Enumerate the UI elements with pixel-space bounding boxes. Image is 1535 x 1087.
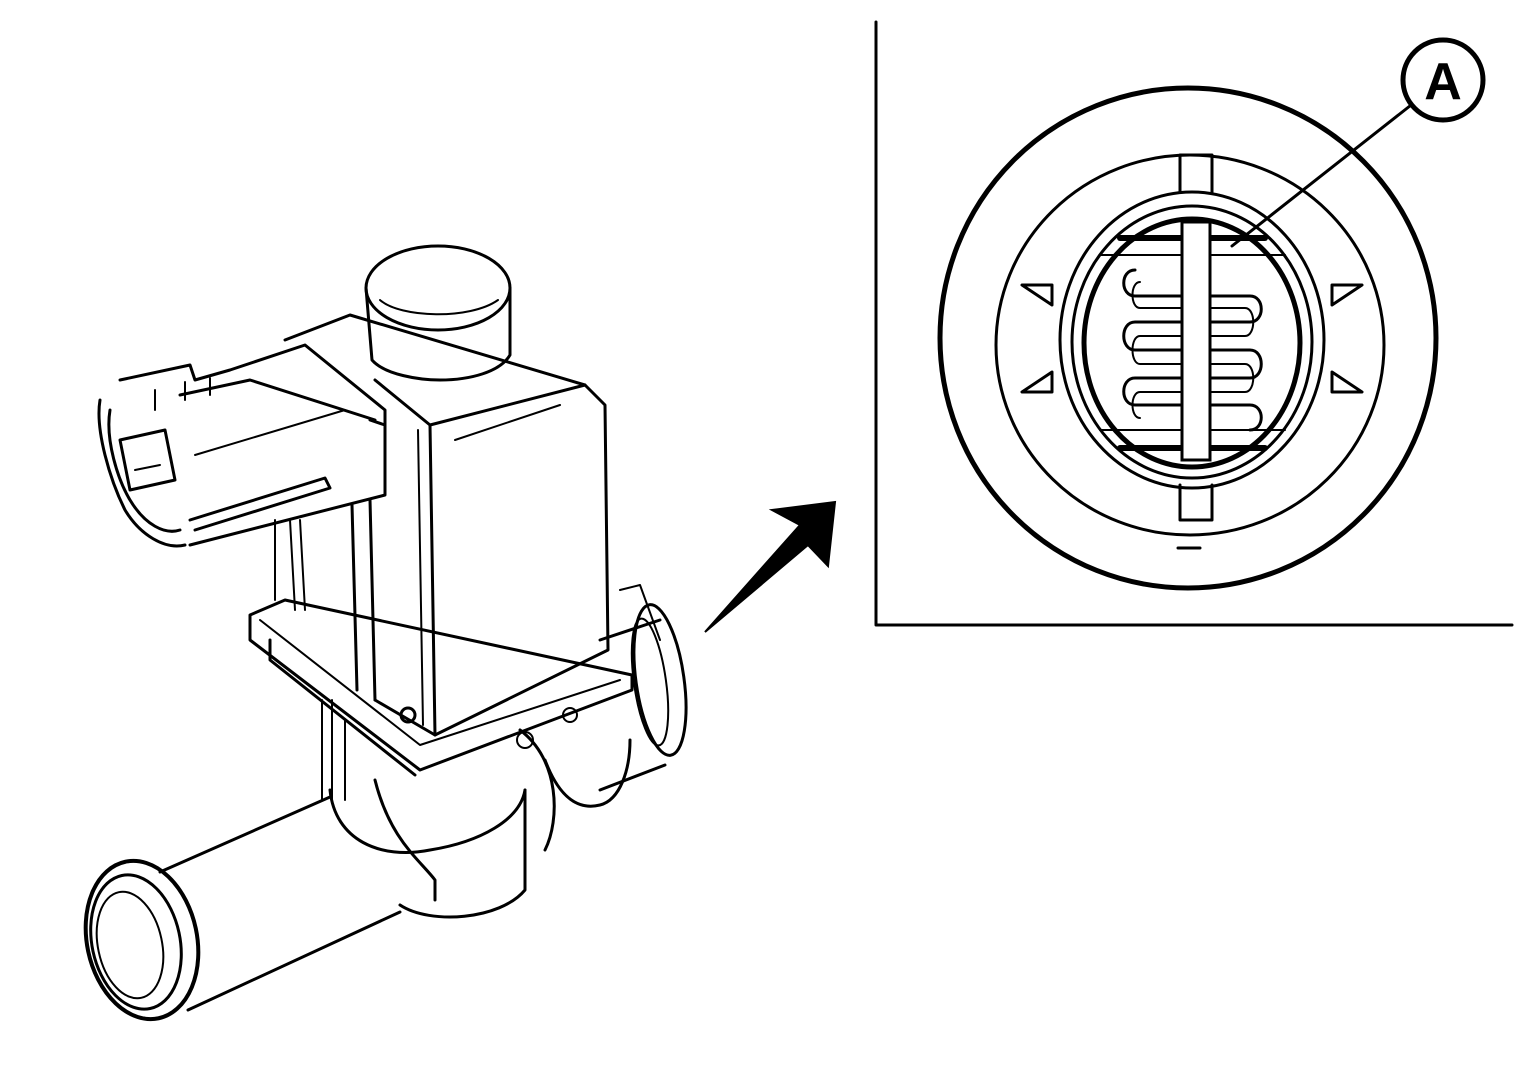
seat-ring-inner [1081,216,1303,470]
valve-body [321,699,556,919]
top-port [364,244,512,382]
detail-frame [874,20,1514,627]
right-notches [1330,283,1364,394]
callout-label: A [1424,53,1462,111]
top-tab [1178,153,1214,194]
seat-ring-outer [1058,190,1326,490]
bottom-tab [1178,483,1214,522]
electrical-connector [97,343,387,548]
outlet-pipe [83,795,402,1022]
detail-view: A [874,20,1514,627]
solenoid-valve-drawing [83,244,688,1022]
valve-stem [1180,220,1212,462]
callout-circle [1400,37,1486,123]
direction-arrow [704,500,837,633]
left-notches [1020,283,1054,394]
inlet-pipe [543,584,688,808]
callout-marker: A [1400,37,1486,123]
seat-ring-middle [1070,204,1314,480]
callout-leader [1230,96,1422,248]
mounting-flange [248,598,634,777]
coil-housing [274,313,610,737]
outer-rim [937,85,1439,591]
